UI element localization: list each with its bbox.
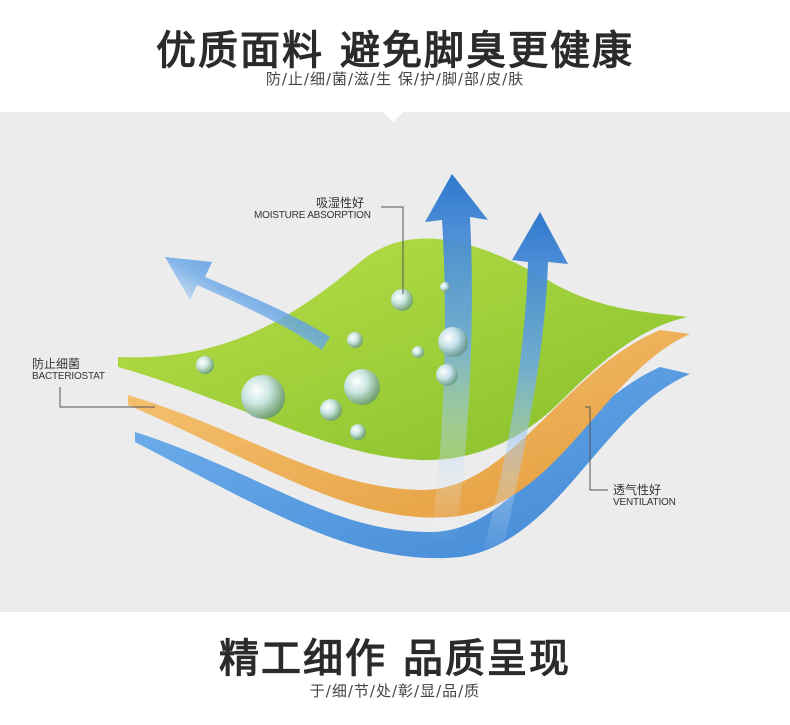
ventilation-callout: 透气性好 VENTILATION xyxy=(613,483,676,509)
water-droplet xyxy=(344,369,380,405)
water-droplet xyxy=(350,424,366,440)
bacteriostat-callout-en: BACTERIOSTAT xyxy=(32,371,105,383)
moisture-callout: 吸湿性好 MOISTURE ABSORPTION xyxy=(254,196,371,221)
panel-notch xyxy=(383,112,403,122)
top-banner xyxy=(0,0,790,112)
water-droplet xyxy=(391,289,413,311)
footer-title: 精工细作 品质呈现 xyxy=(219,636,571,682)
ventilation-callout-cn: 透气性好 xyxy=(613,483,662,497)
ventilation-callout-en: VENTILATION xyxy=(613,497,676,509)
water-droplet xyxy=(347,332,363,348)
water-droplet xyxy=(436,364,458,386)
water-droplet xyxy=(412,346,424,358)
orange-fabric-layer xyxy=(128,330,690,518)
moisture-callout-en: MOISTURE ABSORPTION xyxy=(254,210,371,222)
water-droplet xyxy=(320,399,342,421)
bacteriostat-callout-cn: 防止细菌 xyxy=(32,357,81,371)
right-airflow-arrow xyxy=(480,212,568,562)
center-airflow-arrow xyxy=(425,174,488,542)
page-subtitle: 防/止/细/菌/滋/生 保/护/脚/部/皮/肤 xyxy=(265,70,525,88)
water-droplet xyxy=(241,375,285,419)
moisture-leader-line xyxy=(381,206,404,294)
fabric-layers-illustration xyxy=(59,174,690,562)
ventilation-leader-line xyxy=(585,406,608,491)
left-airflow-arrow xyxy=(165,257,330,350)
water-droplet xyxy=(438,327,468,357)
moisture-callout-cn: 吸湿性好 xyxy=(316,196,365,210)
blue-fabric-layer xyxy=(135,367,690,559)
water-droplet xyxy=(440,282,450,292)
bacteriostat-leader-line xyxy=(59,387,155,408)
bacteriostat-callout: 防止细菌 BACTERIOSTAT xyxy=(32,357,105,383)
page-title: 优质面料 避免脚臭更健康 xyxy=(156,28,634,74)
footer-subtitle: 于/细/节/处/彰/显/品/质 xyxy=(309,682,481,700)
water-droplet xyxy=(196,356,214,374)
